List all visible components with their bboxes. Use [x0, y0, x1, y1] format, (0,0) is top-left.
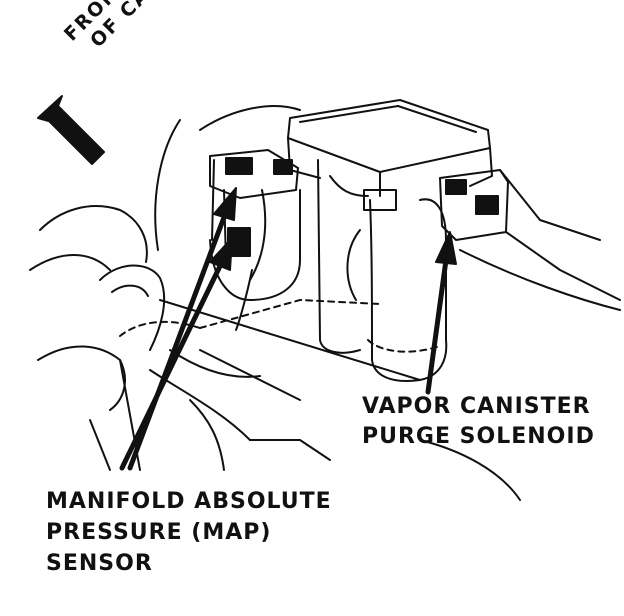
vapor-label-line2: PURGE SOLENOID [362, 424, 595, 449]
vapor-canister-label: VAPOR CANISTER PURGE SOLENOID [362, 392, 595, 452]
map-arrow-icon [119, 187, 237, 471]
map-label-line3: SENSOR [46, 551, 153, 576]
purge-arrow-icon [425, 231, 457, 395]
vacuum-hoses [99, 175, 397, 378]
map-sensor-label: MANIFOLD ABSOLUTE PRESSURE (MAP) SENSOR [46, 486, 332, 579]
map-label-line2: PRESSURE (MAP) [46, 520, 272, 545]
air-cleaner-housing [287, 99, 493, 382]
vapor-label-line1: VAPOR CANISTER [362, 394, 591, 419]
front-arrow-icon [37, 95, 105, 165]
purge-solenoid [439, 169, 621, 301]
map-label-line1: MANIFOLD ABSOLUTE [46, 489, 332, 514]
